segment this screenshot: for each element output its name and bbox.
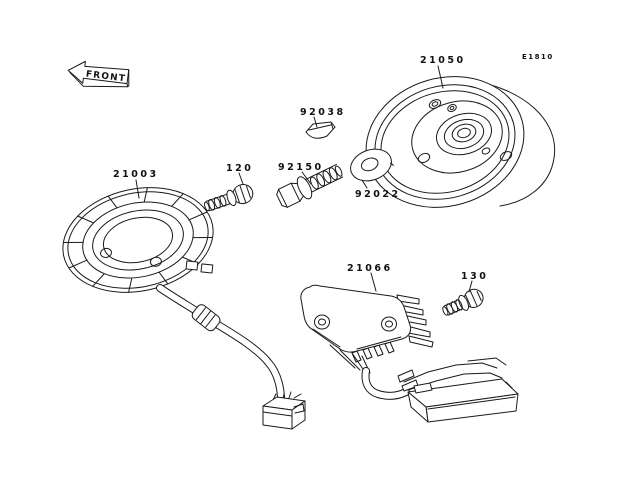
stator-connector [262, 391, 306, 430]
part-label-bolt-92150: 92150 [278, 162, 324, 173]
leader-stator [135, 179, 140, 199]
stator-harness-drawing [156, 284, 306, 430]
part-label-woodruff-key: 92038 [300, 107, 346, 118]
part-label-flywheel: 21050 [420, 55, 466, 66]
leader-regulator [370, 272, 377, 292]
part-label-washer: 92022 [355, 189, 401, 200]
flywheel-rotor-drawing [365, 76, 556, 208]
regulator-connector [407, 378, 519, 423]
bolt-120-drawing [204, 183, 254, 212]
part-label-regulator: 21066 [347, 263, 393, 274]
front-arrow-label: FRONT [85, 70, 126, 85]
leader-bolt-130 [468, 280, 473, 293]
washer-drawing [350, 148, 394, 182]
leader-flywheel [437, 65, 444, 89]
part-label-bolt-120: 120 [226, 163, 253, 174]
regulator-drawing [300, 284, 519, 423]
wire-grommet [191, 304, 221, 332]
leader-washer [361, 179, 368, 189]
stator-coil-drawing [62, 187, 214, 293]
leader-bolt-120 [238, 172, 244, 185]
bolt-130-drawing [442, 288, 484, 316]
woodruff-key-drawing [305, 121, 336, 139]
front-direction-arrow: FRONT [67, 60, 130, 88]
sheet-code-label: E1810 [522, 53, 554, 61]
part-label-stator: 21003 [113, 169, 159, 180]
leader-bolt-92150 [301, 171, 312, 185]
bolt-92150-drawing [276, 163, 344, 208]
leader-woodruff-key [313, 116, 318, 128]
part-label-bolt-130: 130 [461, 271, 488, 282]
